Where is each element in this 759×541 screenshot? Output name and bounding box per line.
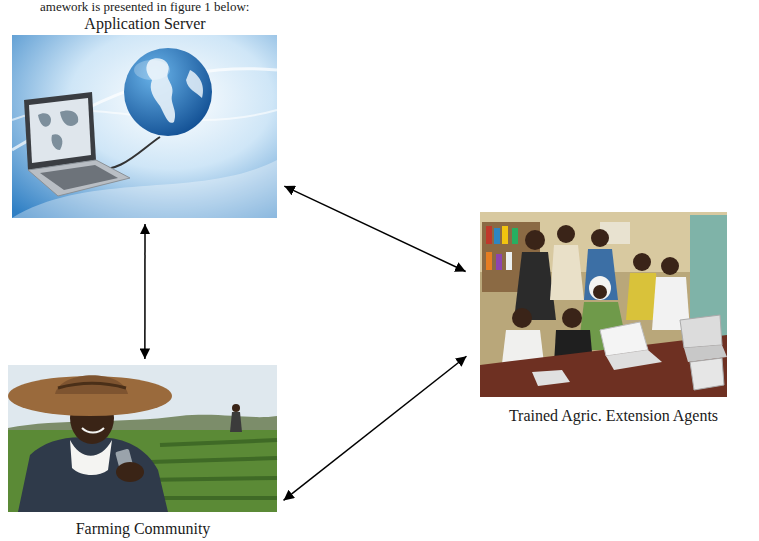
farmer-photo-part [82, 428, 104, 433]
server-picture-part [134, 60, 170, 80]
farmer-photo-part [8, 376, 172, 416]
farmer-photo-part [232, 404, 240, 412]
server-picture-part [29, 98, 91, 163]
extension-agents-photo-part [486, 252, 492, 270]
extension-agents-photo-part [680, 315, 722, 348]
double-arrow [144, 224, 146, 359]
extension-agents-photo-part [512, 308, 532, 328]
server-picture [12, 35, 277, 218]
node-caption: Application Server [12, 15, 278, 33]
extension-agents-photo-part [502, 226, 508, 244]
extension-agents-photo [480, 212, 727, 397]
extension-agents-photo-part [486, 226, 492, 244]
extension-agents-photo-part [494, 228, 500, 244]
farmer-photo-part [18, 437, 168, 512]
server-picture-part [24, 92, 96, 170]
farmer-photo-part [8, 430, 277, 512]
server-picture-part [124, 48, 212, 136]
intro-text: amework is presented in figure 1 below: [40, 0, 249, 14]
server-picture-part [28, 160, 130, 196]
extension-agents-photo-part [496, 254, 502, 270]
extension-agents-photo-part [525, 230, 545, 250]
server-picture-part [12, 160, 277, 218]
farmer-photo-part [116, 462, 144, 482]
farmer-photo-part [55, 375, 128, 394]
extension-agents-photo-part [480, 212, 727, 397]
double-arrow [283, 356, 466, 500]
extension-agents-photo-part [593, 285, 607, 299]
double-arrow [284, 186, 465, 271]
extension-agents-photo-part [606, 350, 662, 370]
extension-agents-photo-part [690, 358, 724, 390]
farmer-photo-part [8, 365, 277, 512]
server-picture-part [38, 110, 78, 150]
extension-agents-photo-part [633, 253, 651, 271]
farmer-photo-part [230, 412, 242, 432]
extension-agents-photo-part [661, 257, 679, 275]
picture-node: Application Server [12, 15, 278, 220]
server-picture-part [186, 70, 203, 98]
picture-node: Trained Agric. Extension Agents [472, 210, 755, 425]
extension-agents-photo-part [506, 252, 512, 270]
picture-node: Farming Community [8, 363, 278, 538]
server-picture-part [40, 165, 118, 190]
farmer-photo [8, 365, 277, 512]
extension-agents-photo-part [557, 225, 575, 243]
extension-agents-photo-part [562, 308, 582, 328]
extension-agents-photo-part [600, 322, 648, 356]
extension-agents-photo-part [591, 229, 609, 247]
node-caption: Trained Agric. Extension Agents [472, 407, 755, 425]
farmer-photo-part [58, 384, 126, 389]
server-picture-part [12, 35, 277, 218]
node-caption: Farming Community [8, 520, 278, 538]
farmer-photo-part [70, 440, 112, 475]
extension-agents-photo-part [589, 276, 611, 300]
extension-agents-photo-part [532, 370, 570, 386]
extension-agents-photo-part [550, 245, 584, 300]
extension-agents-photo-part [584, 249, 618, 300]
extension-agents-photo-part [512, 228, 518, 244]
